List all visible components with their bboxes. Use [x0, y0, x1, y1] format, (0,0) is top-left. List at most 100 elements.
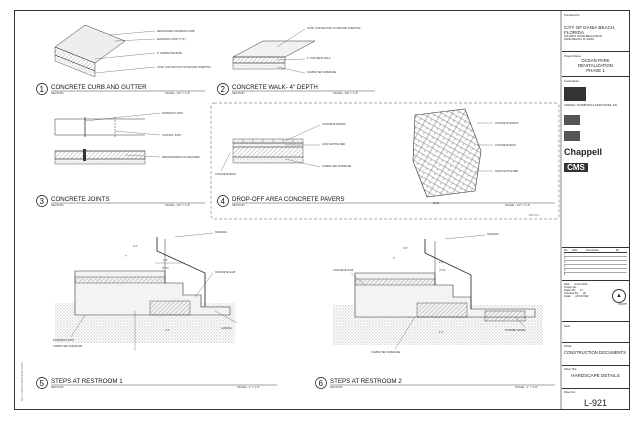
seal-label: Seal: [564, 324, 571, 328]
revision-row: 3 [564, 261, 627, 265]
detail-1-note-2: EXPANSION JOINT (TYP.) [157, 38, 186, 41]
info-label-date: Date: [564, 283, 571, 286]
detail-2-number: 2 [221, 85, 226, 94]
detail-5-dim-2: (TYP.) [162, 267, 169, 270]
project-phase: PHASE 1 [586, 68, 605, 73]
detail-1-note-3: 6" COMPACTED BASE [157, 52, 182, 55]
detail-1-curb-gutter: REINFORCED CONCRETE CURB EXPANSION JOINT… [36, 24, 212, 95]
detail-4-section: SECTION [232, 203, 244, 207]
sheet-svg: REINFORCED CONCRETE CURB EXPANSION JOINT… [20, 11, 562, 409]
detail-5-number-circle [36, 377, 48, 389]
paver-plan-view [412, 108, 482, 198]
client-address-1: 100 WEST DANIA BEACH BLVD [564, 35, 602, 38]
detail-6-number-circle [315, 377, 327, 389]
prepared-for-label: Prepared for: [564, 13, 581, 17]
consultant-logo-box [564, 87, 586, 101]
detail-5-dim-3: 7" [125, 255, 127, 258]
phase-value: CONSTRUCTION DOCUMENTS [564, 350, 626, 355]
info-label-project-no: Project No.: [564, 286, 578, 289]
detail-5-scale: SCALE - 1" = 1'-0" [237, 385, 260, 389]
bid-alternate-clip-box [210, 102, 560, 220]
detail-5-dim-1: 1'-0" [163, 259, 168, 262]
detail-6-section: SECTION [330, 385, 342, 389]
detail-6-steps-restroom-2: 1'-0" (TYP.) 7" 3'-6" 1'-0" HANDRAIL CON… [315, 233, 555, 389]
drawing-sheet: REINFORCED CONCRETE CURB EXPANSION JOINT… [14, 10, 630, 410]
detail-1-number-circle [36, 83, 48, 95]
detail-1-note-4: NOTE: CONTRACTOR TO PROVIDE SUBMITTAL [157, 66, 212, 69]
consultant-logo-2 [564, 115, 580, 125]
detail-4-plan-note-1: CONCRETE PAVERS [495, 122, 519, 125]
detail-6-note-2: CONCRETE SLAB [333, 269, 354, 272]
detail-3-number-circle [36, 195, 48, 207]
detail-4-plan-note-3: SAND SETTING BED [495, 170, 519, 173]
detail-6-dim-1: 1'-0" [439, 261, 444, 264]
detail-4-plan-label: PLAN [433, 202, 440, 205]
revision-header-date: Date [572, 249, 578, 252]
revision-row: 2 [564, 257, 627, 261]
consultant-cms: CMS [564, 163, 588, 172]
detail-5-number: 5 [40, 379, 45, 388]
detail-2-concrete-walk: NOTE: CONTRACTOR TO PROVIDE SUBMITTAL 4"… [217, 27, 375, 95]
info-value-scale: AS NOTED [575, 295, 589, 298]
consultant-logo-3 [564, 131, 580, 141]
detail-6-scale: SCALE - 1" = 1'-0" [515, 385, 538, 389]
project-name: OCEAN PARK REVITALIZATION [578, 58, 613, 68]
sheet-title: HARDSCAPE DETAILS [571, 373, 620, 378]
detail-1-scale: SCALE - 1/2" = 1'-0" [165, 91, 190, 95]
detail-3-scale: SCALE - 1/2" = 1'-0" [165, 203, 190, 207]
detail-1-note-1: REINFORCED CONCRETE CURB [157, 30, 195, 33]
sheet-number-label: Sheet No.: [564, 391, 577, 394]
detail-3-note-1: EXPANSION JOINT [162, 112, 184, 115]
consultant-craven: CRAVEN • THOMPSON & ASSOCIATES, INC. [564, 104, 618, 107]
sheet-number: L-921 [583, 398, 608, 408]
detail-5-dim-5: 1'-0" [165, 329, 170, 332]
revision-row: 5 [564, 269, 627, 273]
info-label-checked-by: Checked By: [564, 292, 579, 295]
bid-alternate-label: BID ALT. [529, 213, 540, 217]
revision-row: 4 [564, 265, 627, 269]
detail-4-title: DROP-OFF AREA CONCRETE PAVERS [232, 196, 345, 203]
detail-6-note-1: HANDRAIL [487, 233, 500, 236]
info-value-drawn-by: LT [579, 289, 583, 292]
detail-3-section: SECTION [51, 203, 63, 207]
detail-2-title: CONCRETE WALK- 4" DEPTH [232, 84, 318, 91]
detail-4-note-1: CONCRETE PAVERS [322, 123, 346, 126]
detail-6-dim-2: (TYP.) [439, 269, 446, 272]
title-block: Prepared for: CITY OF DANIA BEACH, FLORI… [562, 11, 629, 409]
info-value-date: 10.12.2010 [574, 283, 588, 286]
client-name: CITY OF DANIA BEACH, FLORIDA [564, 25, 616, 35]
detail-6-dim-5: 1'-0" [439, 331, 444, 334]
detail-2-note-1: NOTE: CONTRACTOR TO PROVIDE SUBMITTAL [307, 27, 362, 30]
detail-5-handrail [156, 237, 206, 307]
detail-4-scale: SCALE - 1/2" = 1'-0" [505, 203, 530, 207]
detail-4-concrete-pavers: CONCRETE PAVERS SAND SETTING BED COMPACT… [210, 102, 560, 220]
revision-row: 1 [564, 253, 627, 257]
detail-2-note-2: 4" CONCRETE WALK [307, 57, 331, 60]
detail-4-number-circle [217, 195, 229, 207]
phase-label: Phase: [564, 345, 573, 348]
detail-4-note-4: CONCRETE BAND [215, 173, 236, 176]
margin-stamp: NOT FOR CONSTRUCTION [20, 363, 24, 401]
detail-3-title: CONCRETE JOINTS [51, 196, 109, 203]
project-name-label: Project Name: [564, 54, 582, 58]
info-label-drawn-by: Drawn By: [564, 289, 576, 292]
detail-4-note-2: SAND SETTING BED [322, 143, 346, 146]
detail-6-dim-3: 7" [393, 257, 395, 260]
detail-6-dim-4: 3'-6" [403, 247, 408, 250]
detail-6-note-4: FINISHED GRADE [505, 329, 526, 332]
detail-3-note-3: REINFORCEMENT AS REQUIRED [162, 156, 200, 159]
detail-1-number: 1 [40, 85, 45, 94]
detail-5-section: SECTION [51, 385, 63, 389]
detail-6-handrail [424, 239, 472, 309]
detail-2-section: SECTION [232, 91, 244, 95]
client-address-2: DANIA BEACH, FL 33004 [564, 38, 594, 41]
detail-5-dim-4: 3'-6" [133, 245, 138, 248]
info-value-checked-by: JD [582, 292, 586, 295]
north-arrow-icon: ▲ [612, 289, 626, 303]
north-label: NORTH [618, 303, 627, 306]
detail-4-plan-note-2: CONCRETE BAND [495, 144, 516, 147]
detail-1-section: SECTION [51, 91, 63, 95]
detail-5-note-4: CONCRETE SLAB [215, 271, 236, 274]
detail-3-note-2: CONTROL JOINT [162, 134, 182, 137]
detail-3-concrete-joints: EXPANSION JOINT CONTROL JOINT REINFORCEM… [36, 112, 205, 207]
